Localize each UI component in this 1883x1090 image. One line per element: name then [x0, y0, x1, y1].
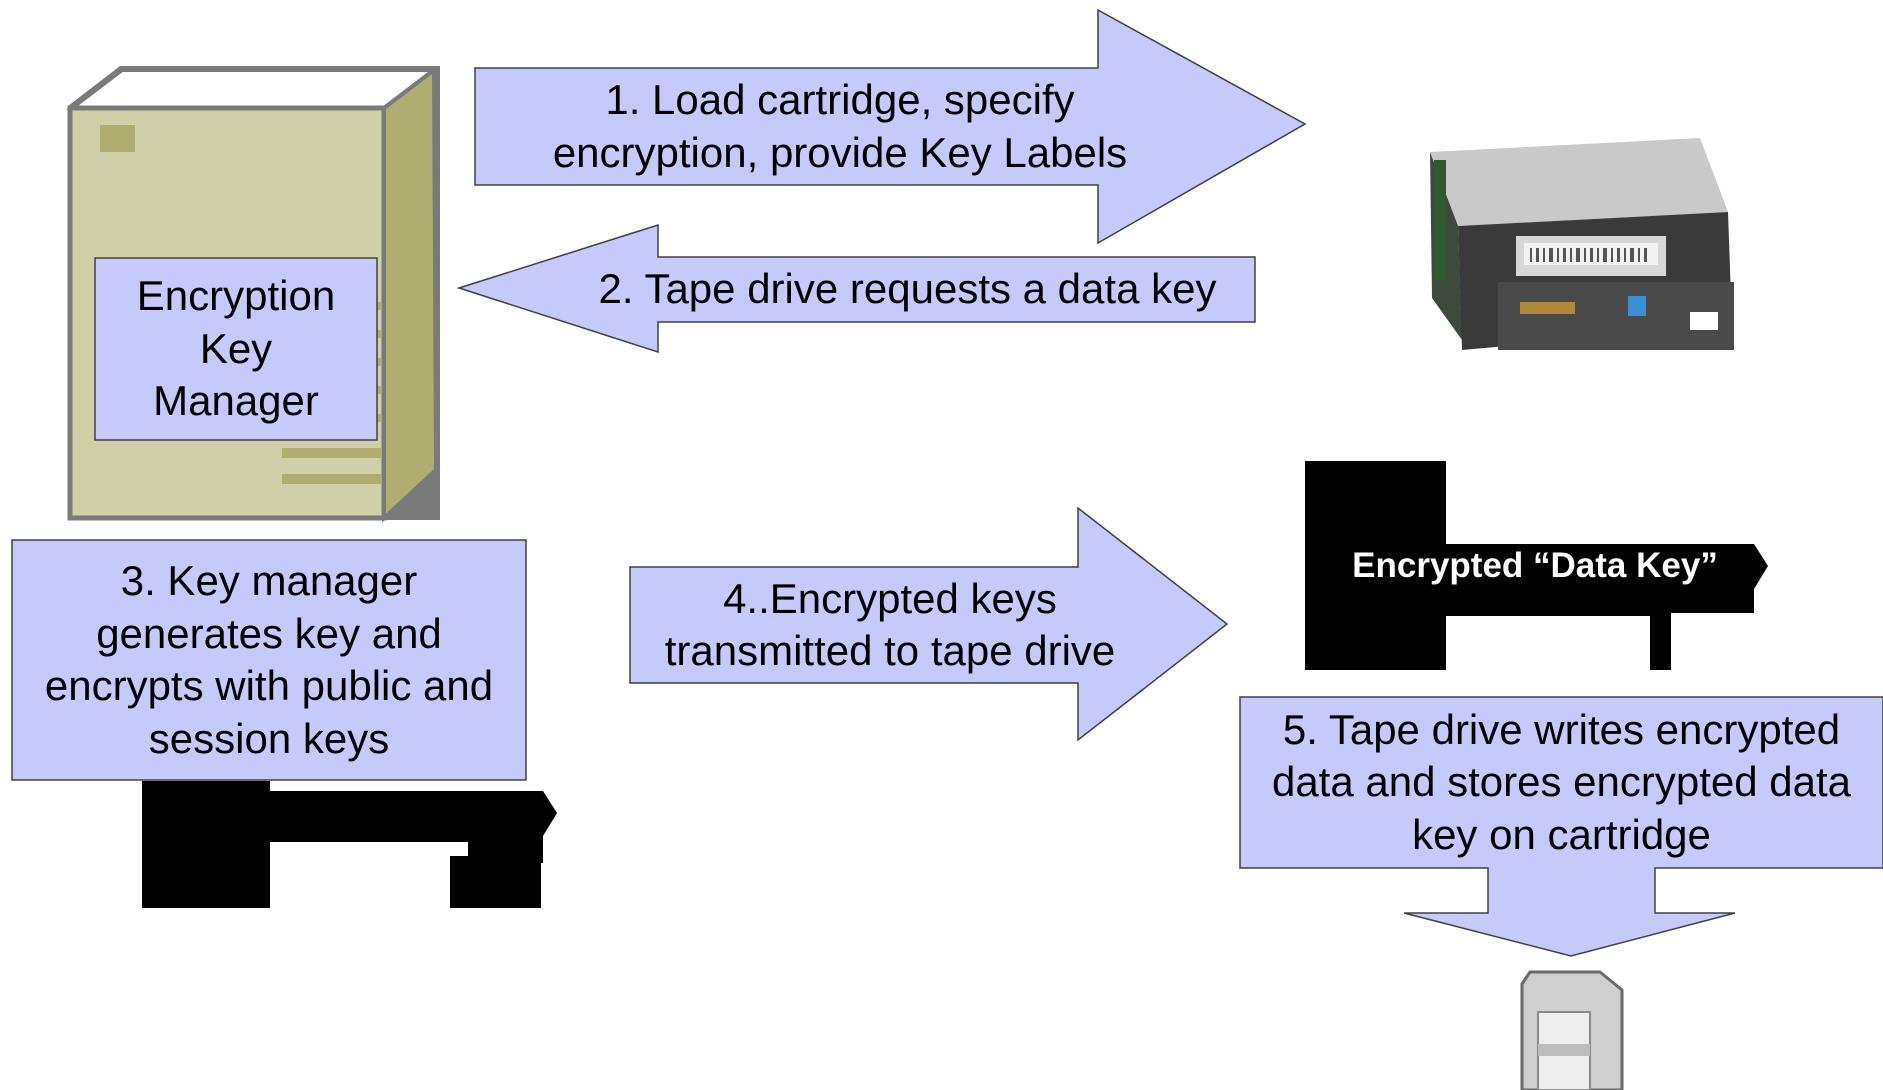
step2-label: 2. Tape drive requests a data key	[560, 257, 1255, 322]
step5-label: 5. Tape drive writes encrypted data and …	[1240, 697, 1883, 868]
tape-drive-icon	[1430, 138, 1734, 350]
tape-cartridge-icon	[1520, 970, 1624, 1090]
step3-line: session keys	[148, 714, 390, 762]
step1-arrow	[474, 8, 1307, 245]
server-label-box	[94, 257, 378, 441]
step5-line: 5. Tape drive writes encrypted	[1282, 705, 1841, 753]
data-key-label: Encrypted “Data Key”	[1305, 540, 1765, 592]
step1-label: 1. Load cartridge, specify encryption, p…	[475, 68, 1205, 185]
step3-label: 3. Key manager generates key and encrypt…	[12, 540, 526, 780]
step4-label: 4..Encrypted keys transmitted to tape dr…	[630, 567, 1150, 683]
step5-line: key on cartridge	[1412, 810, 1711, 858]
step1-line: encryption, provide Key Labels	[552, 128, 1128, 176]
step3-box	[11, 539, 527, 781]
step2-line: 2. Tape drive requests a data key	[598, 265, 1217, 313]
step3-line: encrypts with public and	[44, 662, 494, 709]
key-icon	[1305, 461, 1768, 670]
server-label-line: Manager	[153, 377, 319, 425]
step5-line: data and stores encrypted data	[1271, 758, 1852, 806]
step3-line: 3. Key manager	[120, 557, 418, 604]
key-icon	[142, 781, 557, 908]
step4-line: transmitted to tape drive	[664, 627, 1116, 674]
server-label: Encryption Key Manager	[95, 258, 377, 440]
data-key-text: Encrypted “Data Key”	[1352, 546, 1718, 586]
step5-arrow	[1239, 696, 1883, 957]
server-label-line: Encryption	[136, 272, 336, 320]
step2-arrow	[456, 223, 1256, 354]
server-label-line: Key	[199, 324, 273, 372]
step4-line: 4..Encrypted keys	[723, 574, 1057, 622]
step1-line: 1. Load cartridge, specify	[605, 76, 1075, 123]
step3-line: generates key and	[96, 609, 442, 657]
step4-arrow	[629, 506, 1229, 742]
